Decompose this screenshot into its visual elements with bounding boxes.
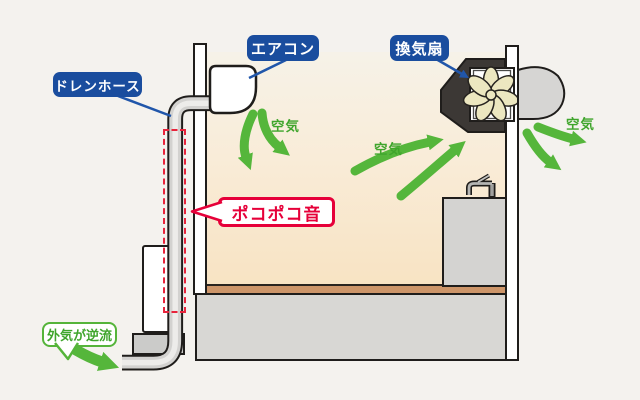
sink-cabinet [442,197,507,287]
faucet-icon [466,173,496,197]
foundation [195,293,519,361]
ventilation-fan [440,58,520,133]
air-label-room: 空気 [374,142,403,157]
air-arrow-aircon-left [237,109,258,171]
air-arrow-room-lower [396,141,466,201]
air-label-outside: 空気 [566,117,595,132]
exterior-hood [517,66,566,120]
label-aircon: エアコン [247,35,319,61]
fan-blades-icon [462,66,520,122]
drain-hose [122,95,228,371]
air-arrow-exhaust-upper [533,122,587,147]
floor [207,284,505,293]
air-arrow-aircon-right [257,108,290,156]
air-label-aircon: 空気 [271,119,300,134]
callout-poko-sound: ポコポコ音 [218,197,335,227]
air-arrow-exhaust-lower [522,128,562,171]
pointer-line-ventilation-fan [435,57,469,78]
air-arrow-room-upper [350,134,444,176]
pointer-line-aircon [248,58,287,80]
pointer-line-drain-hose [117,94,172,118]
aircon-unit [208,64,258,115]
air-arrow-backflow [70,344,120,371]
dashed-highlight-box [163,129,186,313]
callout-poko-tail [190,200,223,223]
label-drain-hose: ドレンホース [53,72,142,97]
callout-backflow: 外気が逆流 [42,322,117,347]
label-ventilation-fan: 換気扇 [390,35,449,61]
callout-backflow-tail [54,342,80,361]
